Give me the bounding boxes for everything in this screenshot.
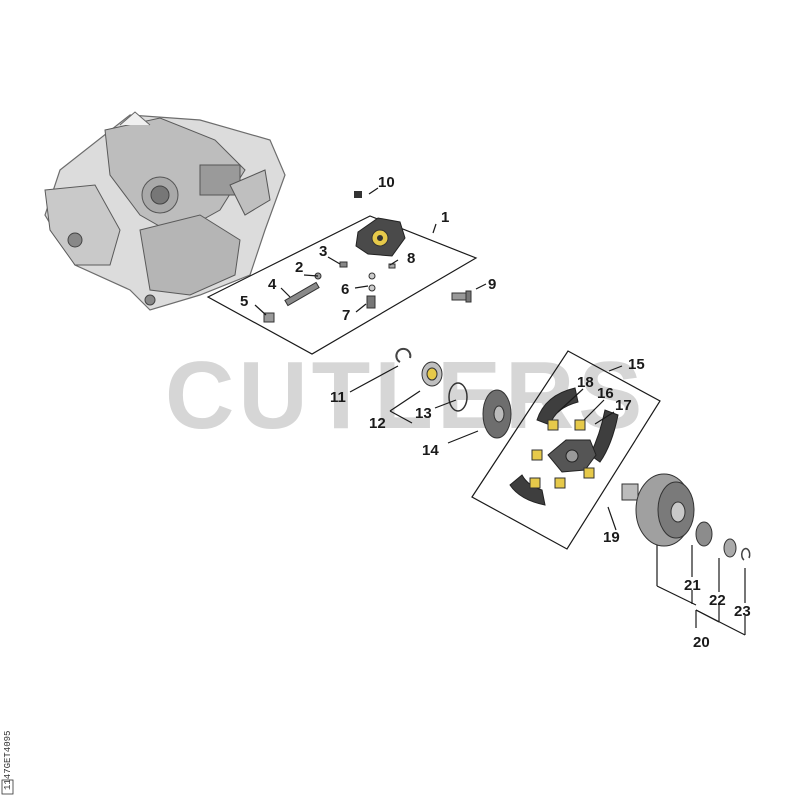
callout-21: 21 [684, 577, 701, 594]
callout-5: 5 [240, 293, 248, 310]
part-10-nut [354, 191, 362, 198]
part-22-washer [723, 538, 737, 558]
callout-14: 14 [422, 442, 439, 459]
callout-18: 18 [577, 374, 594, 391]
group-box-1 [206, 215, 478, 355]
drawing-code-box [1, 779, 14, 795]
callout-3: 3 [319, 243, 327, 260]
clutch-assembly [509, 387, 619, 506]
pump-small-parts [263, 261, 396, 323]
callout-13: 13 [415, 405, 432, 422]
leader-lines [254, 187, 746, 636]
callout-6: 6 [341, 281, 349, 298]
part-14-disc [482, 389, 512, 439]
callout-12: 12 [369, 415, 386, 432]
drawing-code: 1147GET4095 [3, 731, 13, 790]
callout-10: 10 [378, 174, 395, 191]
callout-11: 11 [330, 389, 346, 406]
callout-7: 7 [342, 307, 350, 324]
callout-labels: 1 2 3 4 5 6 7 8 9 10 11 12 13 14 15 16 1… [240, 174, 751, 651]
callout-17: 17 [615, 397, 632, 414]
part-13-ring [448, 382, 468, 412]
part-20-clutch-drum [635, 473, 695, 547]
callout-16: 16 [597, 385, 614, 402]
part-19-needle-bearing [621, 483, 639, 501]
part-12-bearing [421, 361, 443, 387]
callout-4: 4 [268, 276, 277, 293]
part-11-circlip [395, 347, 412, 363]
callout-23: 23 [734, 603, 751, 620]
callout-2: 2 [295, 259, 303, 276]
group-box-15 [471, 350, 661, 550]
callout-22: 22 [709, 592, 726, 609]
oil-pump-body [355, 217, 406, 257]
part-9-bolt [451, 290, 472, 303]
callout-8: 8 [407, 250, 415, 267]
part-21-washer [695, 521, 713, 547]
callout-20: 20 [693, 634, 710, 651]
part-23-clip [741, 547, 751, 561]
callout-19: 19 [603, 529, 620, 546]
callout-1: 1 [441, 209, 449, 226]
crankcase-housing [44, 111, 286, 311]
callout-9: 9 [488, 276, 496, 293]
callout-15: 15 [628, 356, 645, 373]
